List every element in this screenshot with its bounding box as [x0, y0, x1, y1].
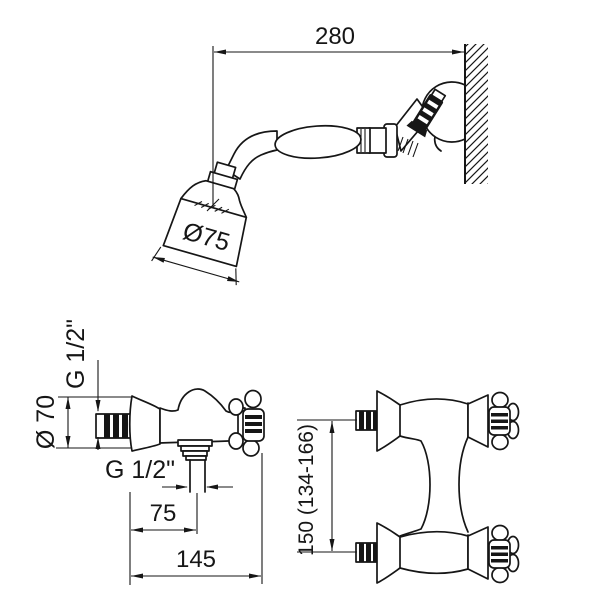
dimension-escutcheon-diameter: Ø 70: [32, 395, 131, 449]
front-inlet-thread: [95, 413, 132, 439]
side-cross-handle-bottom: [488, 524, 520, 584]
escutcheon-diameter-label: Ø 70: [32, 395, 60, 449]
side-inlet-thread-bottom: [355, 542, 379, 563]
side-handle-cone-bottom: [467, 526, 489, 580]
hose-projection-label: 280: [315, 23, 355, 50]
side-handle-cone-top: [467, 394, 489, 448]
hand-shower: Ø75: [151, 88, 447, 286]
mixer-front-view: G 1/2" Ø 70 G 1/2" 75: [32, 319, 265, 585]
shower-elbow-tube: [225, 130, 278, 180]
inlet-centre-distance-label: 150 (134-166): [295, 424, 318, 556]
holder-clamp: [406, 88, 447, 138]
head-body: [162, 179, 248, 268]
hose-spring: [397, 136, 419, 158]
mixer-side-view: 150 (134-166): [295, 390, 520, 584]
shower-grip: [274, 124, 362, 160]
inlet-thread-label: G 1/2": [62, 319, 90, 389]
side-escutcheon-top: [376, 390, 401, 452]
side-escutcheon-bottom: [376, 522, 401, 584]
side-cross-handle-top: [488, 391, 520, 451]
front-valve-body: [159, 388, 246, 444]
front-escutcheon-bell: [128, 395, 161, 452]
dimension-hose-projection: 280: [206, 23, 464, 212]
shower-head: Ø75: [151, 161, 248, 286]
hand-shower-figure: Ø75 280: [151, 23, 488, 286]
front-outlet: [177, 439, 213, 493]
dimension-outlet-thread: G 1/2": [105, 456, 233, 490]
dimension-overall-depth: 145: [131, 453, 263, 584]
dimension-inlet-thread: G 1/2": [62, 319, 101, 450]
outlet-offset-label: 75: [150, 500, 177, 527]
outlet-thread-label: G 1/2": [105, 456, 175, 484]
dimension-inlet-centre-distance: 150 (134-166): [295, 419, 357, 556]
side-inlet-thread-top: [355, 410, 379, 431]
side-body: [399, 394, 489, 580]
wall-hatch: [465, 44, 488, 184]
dimension-outlet-offset: 75: [129, 492, 198, 585]
overall-depth-label: 145: [176, 546, 216, 573]
front-cross-handle: [228, 389, 265, 457]
head-rim-line: [180, 197, 248, 219]
wall-section: [464, 44, 488, 184]
handle-nut: [368, 127, 387, 154]
extension-tick: [206, 198, 220, 212]
head-rim-texture: [194, 200, 230, 214]
